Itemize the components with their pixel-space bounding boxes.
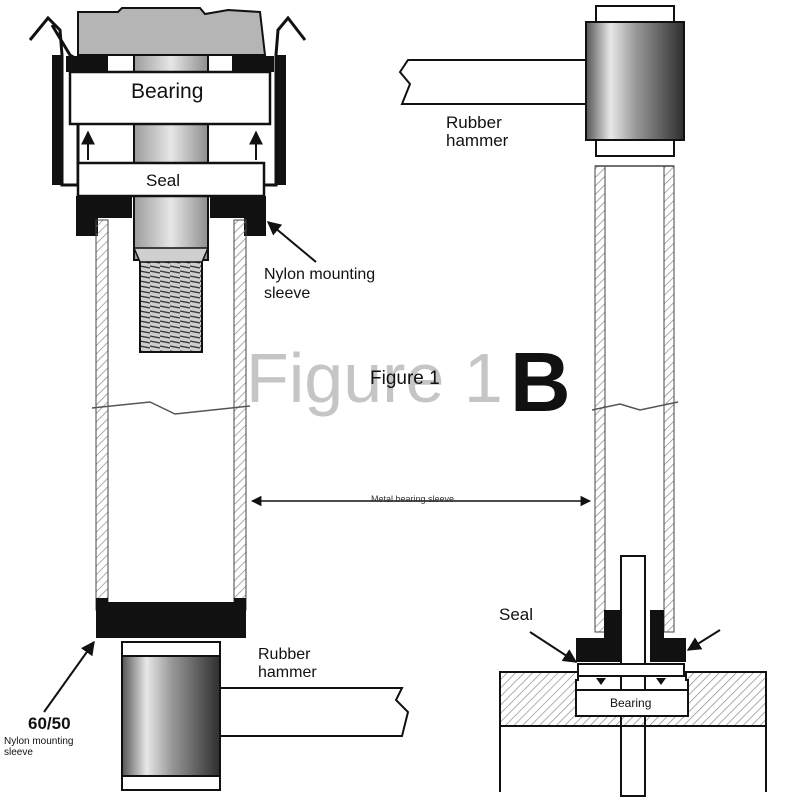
rubber-hammer-head-right [585,21,685,141]
nylon-small-label-line2: sleeve [4,747,33,758]
nylon-small-label-line1: Nylon mounting [4,736,74,747]
arrow-to-nylon-sleeve [266,221,317,263]
hammer-ring-bottom [121,775,221,791]
bearing-cap-right [232,56,274,72]
seal-left [76,161,266,198]
watermark-figure-text: Figure 1 [246,339,503,417]
seal-label-right: Seal [499,605,534,624]
break-line-left [91,401,251,415]
watermark-logo: B [510,335,571,429]
size-6050-label: 60/50 [28,714,71,733]
hub-wall-left [52,55,62,185]
rubber-hammer-left-label-line1: Rubber [258,646,311,663]
nylon-sleeve-right-right [650,610,686,662]
break-line-right [591,401,679,411]
bearing-left [68,70,272,126]
bearing-right [575,689,689,717]
nylon-sleeve-right-left [576,610,620,662]
metal-sleeve-right-b [663,165,675,633]
seal-label-left: Seal [146,171,181,190]
nylon-sleeve-top [76,196,132,236]
shaft-thread [139,259,203,353]
arrow-to-bottom-sleeve [43,640,95,713]
hub-wall-right [276,55,286,185]
rubber-hammer-handle-left [219,687,410,737]
bearing-cap-left [66,56,108,72]
hub-top-gray [77,7,267,56]
right-assembly [398,5,767,797]
metal-sleeve-label: Metal bearing sleeve [371,494,455,504]
bearing-label-left: Bearing [131,80,204,103]
rubber-hammer-right-label-line1: Rubber [446,113,502,132]
hammer-ring-top-right [595,5,675,23]
rubber-hammer-left-label-line2: hammer [258,664,317,681]
rubber-hammer-head-left [121,655,221,777]
metal-sleeve-left-wall [95,219,109,611]
arrow-to-seal-left [529,631,578,663]
shaft-taper [132,247,210,263]
nylon-sleeve-bottom [96,598,246,638]
arrow-down-small-left [596,678,606,685]
left-assembly [28,7,410,791]
nylon-sleeve-label-line1: Nylon mounting [264,266,376,283]
nylon-sleeve-label-line2: sleeve [264,285,311,302]
rubber-hammer-right-label-line2: hammer [446,131,509,150]
hammer-ring-bottom-right [595,139,675,157]
rubber-hammer-handle-right [398,59,587,105]
seal-right [577,663,685,677]
metal-sleeve-right-a [594,165,606,633]
metal-sleeve-right-wall [233,219,247,611]
nylon-sleeve-top-right [210,196,266,236]
hub-housing-right [265,15,307,187]
arrow-to-seal-right [686,629,721,651]
bearing-label-right: Bearing [610,696,652,710]
arrow-down-small-right [656,678,666,685]
figure-caption: Figure 1 [370,368,440,389]
hammer-ring-top [121,641,221,657]
